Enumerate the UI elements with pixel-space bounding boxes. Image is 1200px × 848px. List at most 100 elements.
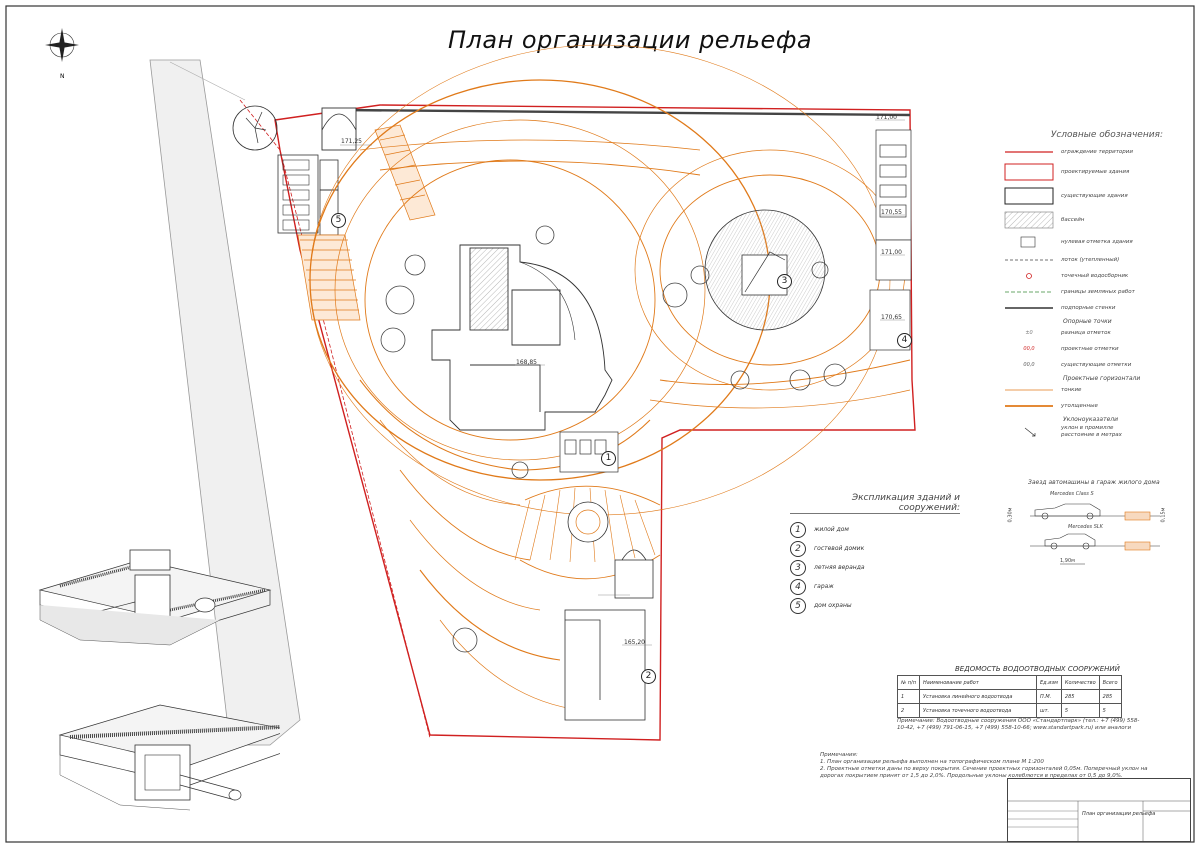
explication-num: 4 (790, 578, 806, 595)
guest-house (564, 549, 654, 721)
note-line: 2. Проектные отметки даны по верху покры… (820, 766, 1148, 779)
drain-icon (1026, 273, 1032, 279)
legend-label: подпорные стенки (1061, 305, 1116, 311)
wind-rose-icon (232, 105, 278, 151)
title-block (1007, 778, 1191, 842)
legend-item: нулевая отметка здания (1003, 232, 1163, 252)
legend-title: Условные обозначения: (1050, 130, 1163, 140)
legend-item: проектируемые здания (1003, 160, 1163, 184)
legend-label: лоток (утепленный) (1061, 257, 1120, 263)
legend-item: ограждение территории (1003, 144, 1163, 160)
legend-item: ±0 разница отметок (1003, 325, 1163, 341)
slope-labels: уклон в промилле расстояние в метрах (1061, 425, 1122, 439)
mark-icon: 00,0 (1023, 362, 1035, 368)
works-table: № п/п Наименование работ Ед.изм Количест… (896, 675, 1122, 718)
legend-label: расстояние в метрах (1061, 432, 1122, 438)
badge-4: 4 (897, 333, 912, 348)
main-house (431, 244, 613, 431)
works-table-title: ВЕДОМОСТЬ ВОДООТВОДНЫХ СООРУЖЕНИЙ (955, 665, 1120, 673)
explication-num: 5 (790, 597, 806, 614)
legend-label: проектные отметки (1061, 346, 1119, 352)
retaining-slope-left (297, 124, 436, 321)
general-notes: Примечания: 1. План организации рельефа … (820, 752, 1160, 780)
level-mark: 165,20 (624, 639, 645, 646)
level-marks (340, 119, 905, 646)
dim-label: 1,90м (1060, 558, 1075, 564)
explication: Экспликация зданий и сооружений: 1 жилой… (790, 493, 960, 615)
explication-item: 1 жилой дом (790, 520, 960, 539)
table-header: Всего (1098, 675, 1122, 690)
thin-contour-icon (1005, 389, 1053, 391)
point-drain-detail (38, 549, 272, 646)
legend-label: ограждение территории (1061, 149, 1133, 155)
level-mark: 170,65 (881, 314, 902, 321)
red-rect-icon (1004, 163, 1054, 181)
plan-title: План организации рельефа (448, 26, 813, 54)
legend-subheading: Уклоноуказатели (1063, 416, 1119, 423)
svg-text:N: N (60, 73, 65, 80)
legend-label: бассейн (1061, 217, 1085, 223)
table-cell: Установка линейного водоотвода (919, 689, 1038, 704)
table-header-row: № п/п Наименование работ Ед.изм Количест… (896, 675, 1122, 690)
tray-icon (1005, 259, 1053, 261)
table-cell: 5 (1060, 703, 1100, 718)
mark-icon: ±0 (1025, 330, 1033, 336)
black-rect-icon (1004, 187, 1054, 205)
fence-icon (1005, 151, 1053, 153)
wall-icon (1005, 307, 1053, 309)
stamp-grid (1008, 800, 1190, 841)
table-cell: шт. (1036, 703, 1062, 718)
explication-num: 3 (790, 559, 806, 576)
table-cell: 2 (896, 703, 921, 718)
explication-item: 5 дом охраны (790, 596, 960, 615)
level-mark: 170,55 (881, 209, 902, 216)
thick-contour-icon (1005, 405, 1053, 407)
garage-diagram-title: Заезд автомашины в гараж жилого дома (1028, 479, 1160, 486)
table-header: Наименование работ (919, 675, 1038, 690)
explication-item: 4 гараж (790, 577, 960, 596)
legend-item: подпорные стенки (1003, 300, 1163, 316)
explication-label: летняя веранда (814, 564, 865, 571)
legend-label: точечный водосборник (1061, 273, 1129, 279)
legend-label: нулевая отметка здания (1061, 239, 1133, 245)
legend-item: утолщенные (1003, 398, 1163, 414)
stamp-title: План организации рельефа (1082, 811, 1156, 817)
table-header: Ед.изм (1036, 675, 1062, 690)
car1-label: Mercedes Class S (1050, 491, 1094, 497)
parking-left (277, 154, 339, 236)
level-mark: 168,85 (516, 359, 537, 366)
table-cell: 1 (896, 689, 921, 704)
slope-arrow-icon (1024, 427, 1036, 437)
explication-label: жилой дом (814, 526, 849, 533)
legend-item: бассейн (1003, 208, 1163, 232)
explication-num: 2 (790, 540, 806, 557)
explication-label: гостевой домик (814, 545, 865, 552)
legend-item: лоток (утепленный) (1003, 252, 1163, 268)
table-header: № п/п (896, 675, 921, 690)
explication-label: дом охраны (814, 602, 852, 609)
explication-label: гараж (814, 583, 834, 590)
table-cell: 285 (1060, 689, 1100, 704)
explication-num: 1 (790, 521, 806, 538)
legend-label: существующие здания (1061, 193, 1128, 199)
note-line: Примечания: (820, 752, 858, 758)
legend-label: уклон в промилле (1061, 425, 1114, 431)
legend-subheading: Проектные горизонтали (1063, 375, 1141, 382)
badge-3: 3 (777, 274, 792, 289)
legend-item: точечный водосборник (1003, 268, 1163, 284)
garage-diagram (1030, 503, 1160, 565)
legend-label: тонкие (1061, 387, 1082, 393)
table-header: Количество (1060, 675, 1100, 690)
north-arrow-icon: N (45, 28, 79, 80)
level-mark: 171,00 (876, 114, 897, 121)
note-line: 1. План организации рельефа выполнен на … (820, 759, 1044, 765)
legend-label: утолщенные (1061, 403, 1098, 409)
table-cell: 5 (1098, 703, 1122, 718)
badge-1: 1 (601, 451, 616, 466)
table-note: Примечание: Водоотводные сооружения ООО … (897, 718, 1140, 731)
hatch-icon (1004, 211, 1054, 229)
level-mark: 171,25 (341, 138, 362, 145)
legend-item: уклон в промилле расстояние в метрах (1003, 423, 1163, 441)
